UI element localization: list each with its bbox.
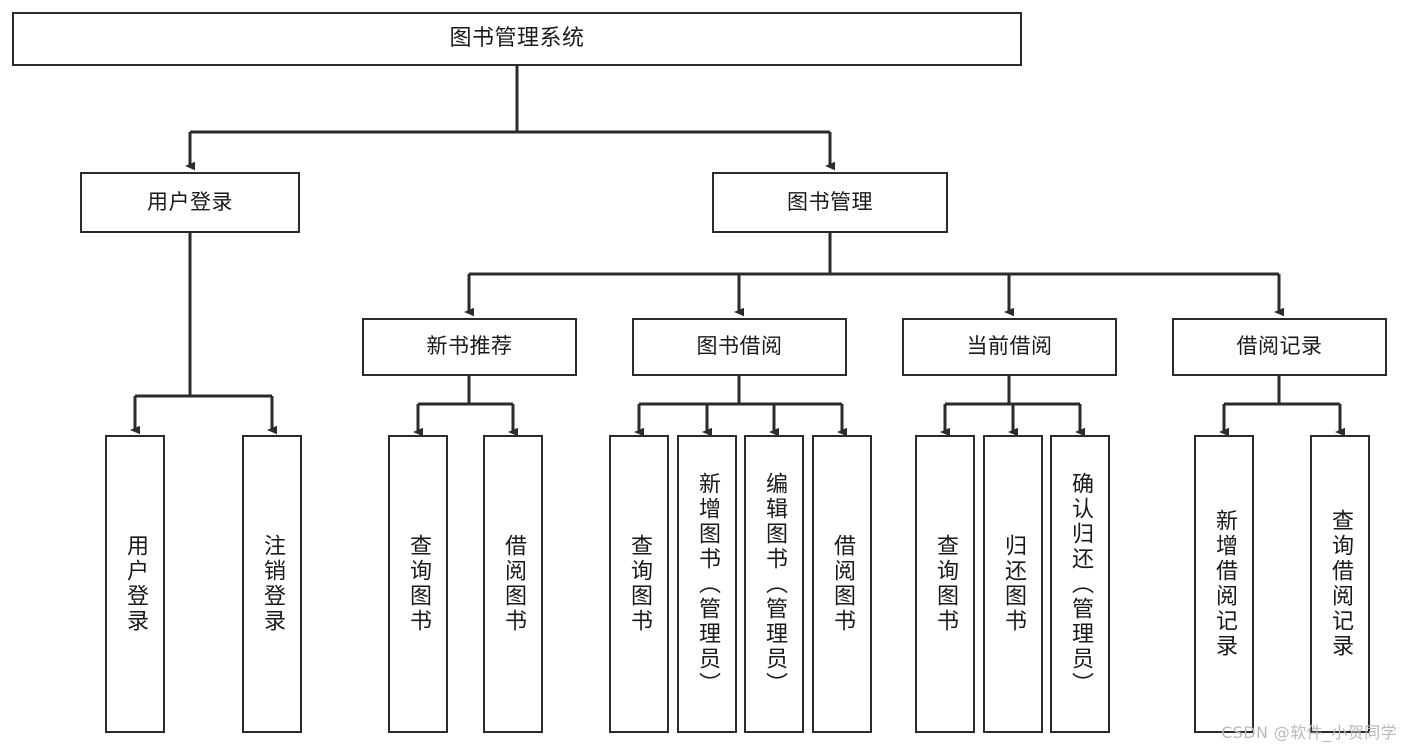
node-label: 确认归还（管理员） <box>1068 471 1093 697</box>
leaf-recommend-query-book[interactable]: 查询图书 <box>388 435 448 733</box>
node-new-book-recommend[interactable]: 新书推荐 <box>362 318 577 376</box>
leaf-borrow-edit-book-admin[interactable]: 编辑图书（管理员） <box>744 435 804 733</box>
node-label: 新增借阅记录 <box>1212 509 1237 659</box>
leaf-user-logout[interactable]: 注销登录 <box>242 435 302 733</box>
watermark: CSDN @软件_小贺同学 <box>1221 723 1397 742</box>
node-label: 用户登录 <box>147 189 233 214</box>
node-label: 新增图书（管理员） <box>695 471 720 697</box>
node-borrow-record[interactable]: 借阅记录 <box>1172 318 1387 376</box>
node-label: 查询图书 <box>627 534 652 634</box>
leaf-user-login[interactable]: 用户登录 <box>105 435 165 733</box>
node-label: 图书管理系统 <box>449 25 585 51</box>
node-book-management[interactable]: 图书管理 <box>712 172 948 233</box>
node-label: 新书推荐 <box>426 334 513 359</box>
node-label: 借阅图书 <box>501 534 526 634</box>
node-user-login[interactable]: 用户登录 <box>80 172 300 233</box>
leaf-current-return-book[interactable]: 归还图书 <box>983 435 1043 733</box>
leaf-borrow-borrow-book[interactable]: 借阅图书 <box>812 435 872 733</box>
leaf-current-query-book[interactable]: 查询图书 <box>915 435 975 733</box>
node-label: 查询图书 <box>406 534 431 634</box>
node-label: 图书借阅 <box>696 334 783 359</box>
node-label: 查询图书 <box>933 534 958 634</box>
node-current-borrow[interactable]: 当前借阅 <box>902 318 1117 376</box>
node-label: 借阅记录 <box>1236 334 1323 359</box>
leaf-borrow-query-book[interactable]: 查询图书 <box>609 435 669 733</box>
leaf-borrow-add-book-admin[interactable]: 新增图书（管理员） <box>677 435 737 733</box>
leaf-current-confirm-return-admin[interactable]: 确认归还（管理员） <box>1050 435 1110 733</box>
node-book-borrow[interactable]: 图书借阅 <box>632 318 847 376</box>
node-label: 归还图书 <box>1001 534 1026 634</box>
node-label: 查询借阅记录 <box>1328 509 1353 659</box>
node-label: 借阅图书 <box>830 534 855 634</box>
leaf-record-add-record[interactable]: 新增借阅记录 <box>1194 435 1254 733</box>
leaf-record-query-record[interactable]: 查询借阅记录 <box>1310 435 1370 733</box>
node-label: 当前借阅 <box>966 334 1053 359</box>
leaf-recommend-borrow-book[interactable]: 借阅图书 <box>483 435 543 733</box>
node-label: 编辑图书（管理员） <box>762 471 787 697</box>
node-root-system[interactable]: 图书管理系统 <box>12 12 1022 66</box>
node-label: 用户登录 <box>123 534 148 634</box>
node-label: 图书管理 <box>787 189 873 214</box>
node-label: 注销登录 <box>260 534 285 634</box>
